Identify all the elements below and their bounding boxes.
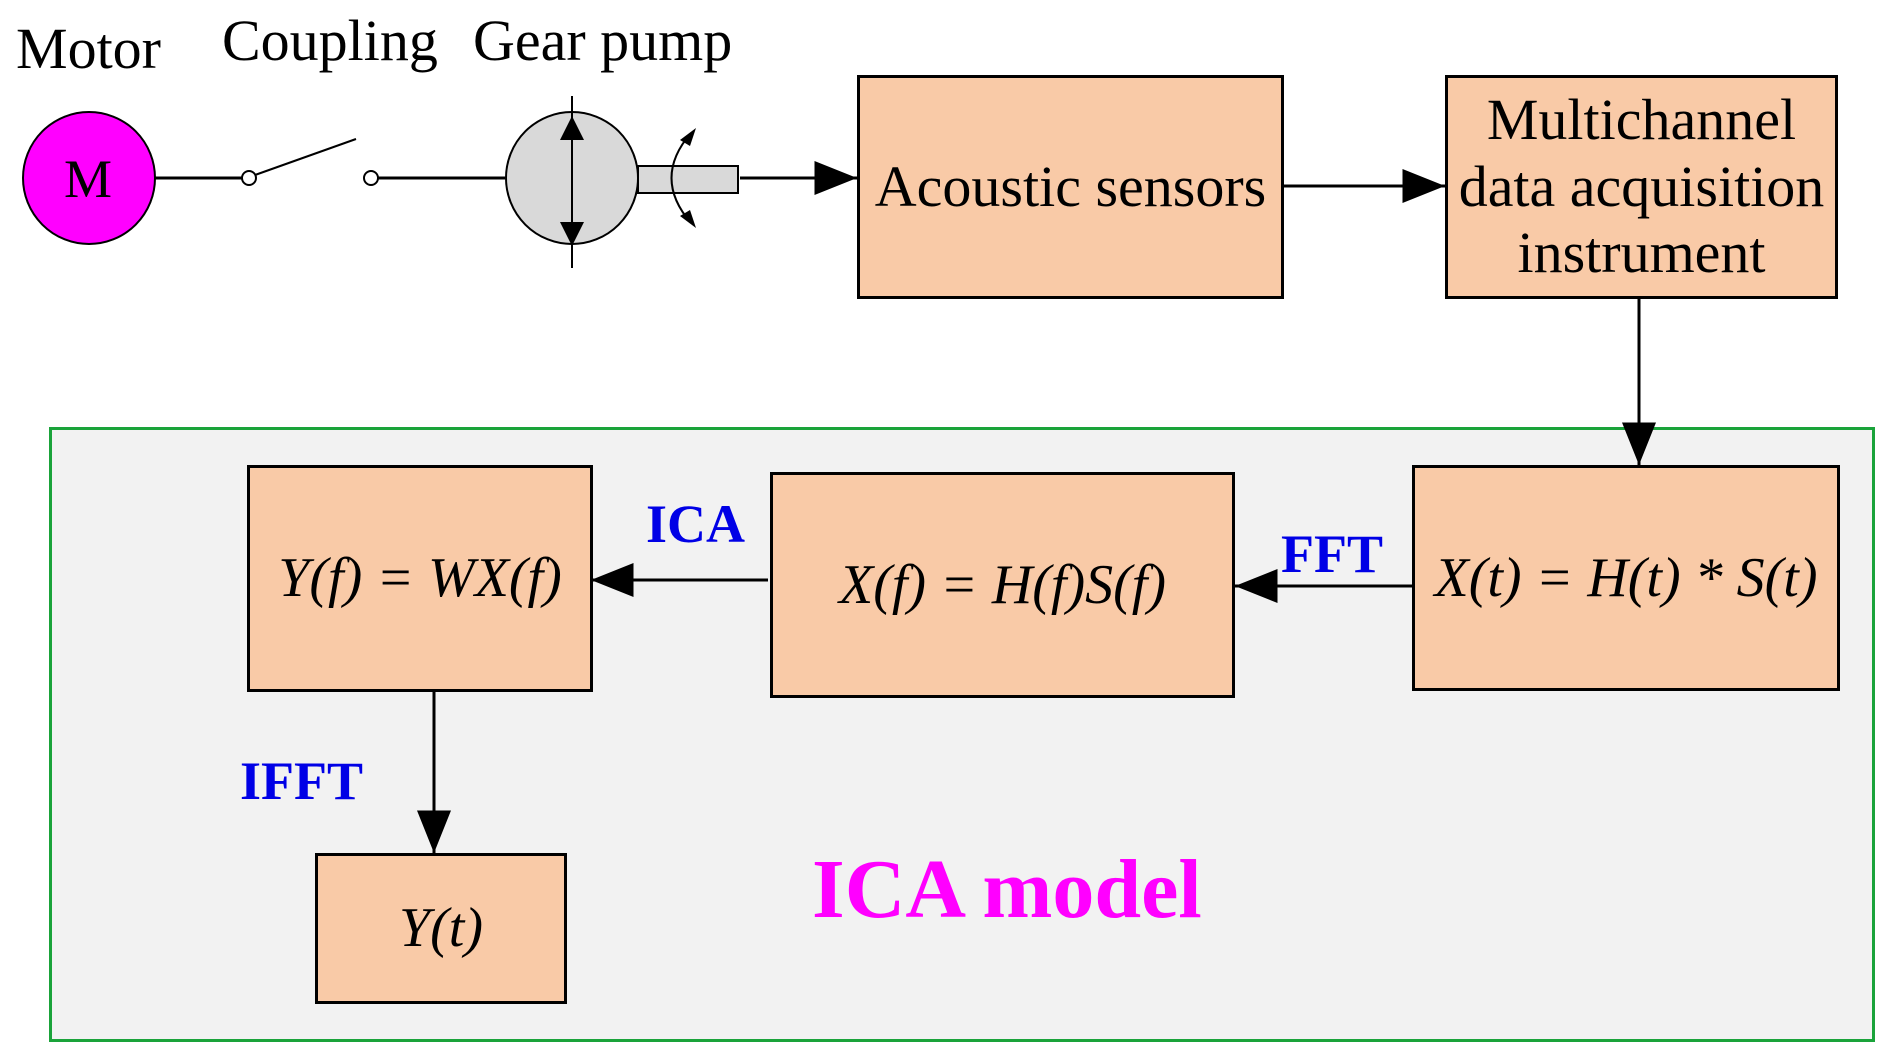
coupling-terminal-left xyxy=(241,170,257,186)
rotation-arrow-bottom xyxy=(680,210,696,228)
xf-equation-box: X(f) = H(f)S(f) xyxy=(770,472,1235,698)
motor-symbol: M xyxy=(64,149,113,209)
pump-arrow-down xyxy=(560,222,584,246)
yt-box: Y(t) xyxy=(315,853,567,1004)
pump-outlet-pipe xyxy=(637,165,739,194)
yf-equation-box: Y(f) = WX(f) xyxy=(247,465,593,692)
yf-equation: Y(f) = WX(f) xyxy=(278,547,562,610)
ica-label: ICA xyxy=(646,494,746,554)
xt-equation-box: X(t) = H(t) * S(t) xyxy=(1412,465,1840,691)
coupling-terminal-right xyxy=(363,170,379,186)
rotation-arrow-top xyxy=(680,128,696,146)
daq-text: Multichannel data acquisition instrument xyxy=(1459,87,1825,287)
xt-equation: X(t) = H(t) * S(t) xyxy=(1434,546,1818,609)
coupling-label: Coupling xyxy=(222,8,438,73)
daq-text-line-3: instrument xyxy=(1517,220,1766,286)
coupling-switch-blade xyxy=(254,138,357,176)
ifft-label: IFFT xyxy=(240,751,364,811)
yt-text: Y(t) xyxy=(399,897,483,960)
ica-model-title: ICA model xyxy=(812,843,1202,936)
acoustic-sensors-text: Acoustic sensors xyxy=(874,153,1267,219)
rotation-arc xyxy=(670,132,692,224)
daq-text-line-1: Multichannel xyxy=(1486,86,1797,152)
fft-label: FFT xyxy=(1281,524,1383,584)
motor-label: Motor xyxy=(16,16,161,81)
acoustic-sensors-box: Acoustic sensors xyxy=(857,75,1284,299)
xf-equation: X(f) = H(f)S(f) xyxy=(838,553,1166,616)
pump-arrow-up xyxy=(560,116,584,140)
daq-text-line-2: data acquisition xyxy=(1458,153,1825,219)
daq-instrument-box: Multichannel data acquisition instrument xyxy=(1445,75,1838,299)
gear-pump-label: Gear pump xyxy=(473,8,733,73)
